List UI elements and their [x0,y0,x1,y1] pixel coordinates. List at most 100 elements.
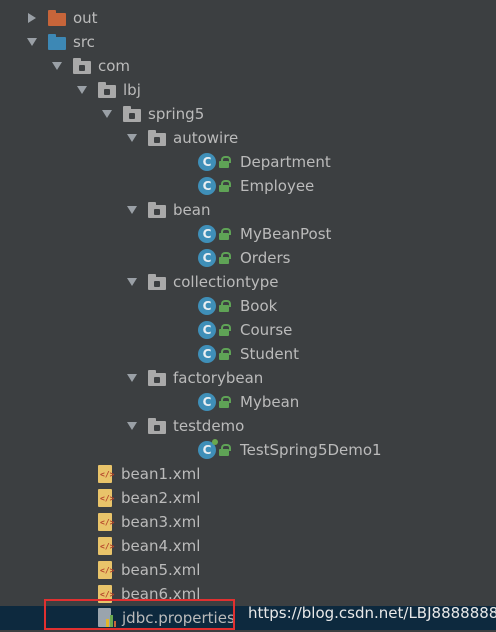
class-icon: C [198,393,216,411]
tree-item-label: lbj [123,81,141,99]
tree-row-bean6[interactable]: </> bean6.xml [0,582,496,606]
tree-row-testdemo[interactable]: testdemo [0,414,496,438]
source-folder-icon [48,34,66,50]
tree-item-label: bean3.xml [121,513,201,531]
access-lock-icon [219,396,231,408]
tree-row-mybeanpost[interactable]: C MyBeanPost [0,222,496,246]
package-icon [148,202,166,218]
tree-row-lbj[interactable]: lbj [0,78,496,102]
tree-row-out[interactable]: out [0,6,496,30]
package-icon [148,274,166,290]
xml-file-icon: </> [98,513,114,531]
class-icon: C [198,177,216,195]
tree-item-label: src [73,33,95,51]
tree-item-label: autowire [173,129,239,147]
access-lock-icon [219,348,231,360]
tree-item-label: Student [240,345,300,363]
tree-item-label: Book [240,297,278,315]
tree-row-bean[interactable]: bean [0,198,496,222]
properties-file-icon [98,608,116,628]
collapse-arrow-icon[interactable] [49,54,65,78]
watermark-text: https://blog.csdn.net/LBJ8888888 [248,604,496,622]
package-icon [148,370,166,386]
tree-row-department[interactable]: C Department [0,150,496,174]
tree-row-collectiontype[interactable]: collectiontype [0,270,496,294]
tree-item-label: Employee [240,177,315,195]
tree-row-bean1[interactable]: </> bean1.xml [0,462,496,486]
tree-item-label: bean1.xml [121,465,201,483]
expand-arrow-icon[interactable] [24,6,40,30]
xml-file-icon: </> [98,465,114,483]
class-icon: C [198,297,216,315]
tree-item-label: Orders [240,249,291,267]
tree-row-bean2[interactable]: </> bean2.xml [0,486,496,510]
tree-row-com[interactable]: com [0,54,496,78]
package-icon [98,82,116,98]
folder-icon [48,10,66,26]
package-icon [148,130,166,146]
collapse-arrow-icon[interactable] [124,366,140,390]
tree-row-testspring5demo1[interactable]: C TestSpring5Demo1 [0,438,496,462]
tree-item-label: bean6.xml [121,585,201,603]
tree-item-label: Course [240,321,293,339]
tree-row-book[interactable]: C Book [0,294,496,318]
collapse-arrow-icon[interactable] [124,198,140,222]
tree-row-factorybean[interactable]: factorybean [0,366,496,390]
tree-row-course[interactable]: C Course [0,318,496,342]
tree-row-bean3[interactable]: </> bean3.xml [0,510,496,534]
collapse-arrow-icon[interactable] [124,414,140,438]
access-lock-icon [219,444,231,456]
access-lock-icon [219,324,231,336]
tree-row-employee[interactable]: C Employee [0,174,496,198]
collapse-arrow-icon[interactable] [99,102,115,126]
tree-item-label: com [98,57,131,75]
collapse-arrow-icon[interactable] [124,126,140,150]
tree-item-label: bean [173,201,211,219]
tree-row-src[interactable]: src [0,30,496,54]
tree-row-spring5[interactable]: spring5 [0,102,496,126]
xml-file-icon: </> [98,489,114,507]
collapse-arrow-icon[interactable] [74,78,90,102]
access-lock-icon [219,252,231,264]
tree-row-mybean[interactable]: C Mybean [0,390,496,414]
tree-item-label: collectiontype [173,273,279,291]
tree-item-label: out [73,9,98,27]
package-icon [148,418,166,434]
package-icon [123,106,141,122]
tree-row-student[interactable]: C Student [0,342,496,366]
xml-file-icon: </> [98,561,114,579]
test-class-icon: C [198,439,218,459]
class-icon: C [198,249,216,267]
class-icon: C [198,321,216,339]
tree-item-label: bean4.xml [121,537,201,555]
access-lock-icon [219,300,231,312]
tree-row-bean5[interactable]: </> bean5.xml [0,558,496,582]
tree-item-label: testdemo [173,417,245,435]
xml-file-icon: </> [98,585,114,603]
class-icon: C [198,225,216,243]
tree-item-label: Mybean [240,393,300,411]
class-icon: C [198,345,216,363]
tree-row-orders[interactable]: C Orders [0,246,496,270]
tree-item-label: bean2.xml [121,489,201,507]
access-lock-icon [219,180,231,192]
tree-row-bean4[interactable]: </> bean4.xml [0,534,496,558]
tree-item-label: spring5 [148,105,205,123]
tree-row-autowire[interactable]: autowire [0,126,496,150]
tree-item-label: bean5.xml [121,561,201,579]
xml-file-icon: </> [98,537,114,555]
tree-item-label: MyBeanPost [240,225,332,243]
tree-row-jdbc[interactable]: jdbc.properties [0,606,496,630]
tree-item-label: TestSpring5Demo1 [240,441,382,459]
collapse-arrow-icon[interactable] [124,270,140,294]
tree-item-label: Department [240,153,331,171]
collapse-arrow-icon[interactable] [24,30,40,54]
access-lock-icon [219,228,231,240]
package-icon [73,58,91,74]
access-lock-icon [219,156,231,168]
class-icon: C [198,153,216,171]
tree-item-label: jdbc.properties [122,609,235,627]
tree-item-label: factorybean [173,369,264,387]
highlight-annotation-box [44,599,235,630]
